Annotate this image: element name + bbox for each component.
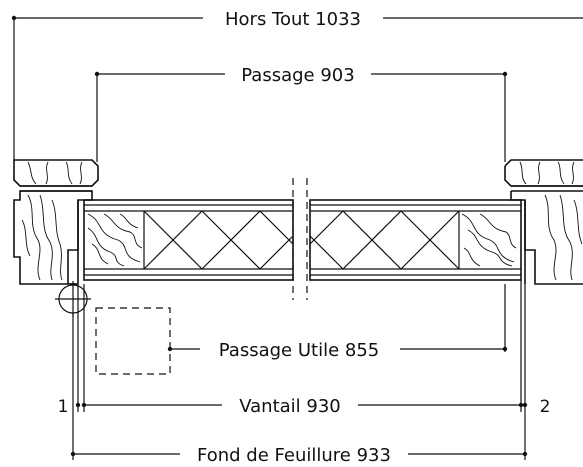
door-swing-outline xyxy=(95,307,171,375)
label-passage: Passage 903 xyxy=(241,65,354,86)
marker-right: 2 xyxy=(540,397,551,417)
dimension-hors-tout: Hors Tout 1033 xyxy=(11,9,583,162)
dimension-vantail: Vantail 930 1 2 xyxy=(58,280,551,417)
right-frame xyxy=(504,159,583,285)
door-leaf-left xyxy=(83,199,294,281)
dimension-passage: Passage 903 xyxy=(94,65,508,162)
break-lines xyxy=(292,178,308,300)
dimension-fond-feuillure: Fond de Feuillure 933 xyxy=(70,313,528,466)
marker-left: 1 xyxy=(58,397,69,417)
dimension-passage-utile: Passage Utile 855 xyxy=(167,284,508,361)
door-leaf-right xyxy=(309,199,522,281)
hinge-symbol xyxy=(55,281,91,317)
left-frame xyxy=(13,159,99,285)
label-passage-utile: Passage Utile 855 xyxy=(219,340,379,361)
label-hors-tout: Hors Tout 1033 xyxy=(225,9,361,30)
label-vantail: Vantail 930 xyxy=(239,396,341,417)
label-fond-feuillure: Fond de Feuillure 933 xyxy=(197,445,391,466)
